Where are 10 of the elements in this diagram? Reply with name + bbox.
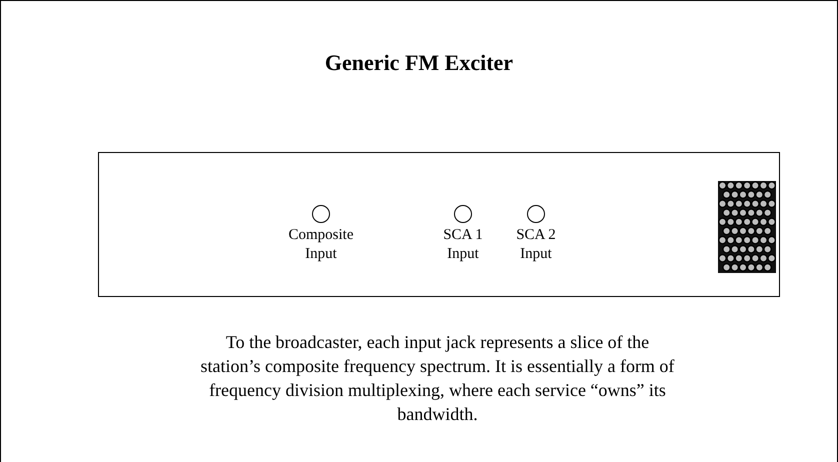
jack-label: Composite Input [287, 226, 354, 264]
jack-label: SCA 2 Input [515, 226, 557, 264]
input-jack [454, 205, 472, 223]
jack-label: SCA 1 Input [442, 226, 484, 264]
speaker-grille-drawing [718, 181, 776, 273]
title: Generic FM Exciter [324, 49, 514, 77]
input-jack [527, 205, 545, 223]
input-jack [312, 205, 330, 223]
exciter-panel [98, 152, 780, 297]
caption: To the broadcaster, each input jack represents a slice of the station’s composite frequency spectrum. It is essentially a form of frequency division multiplexing, where each service “owns” its bandwidth. [200, 331, 676, 426]
